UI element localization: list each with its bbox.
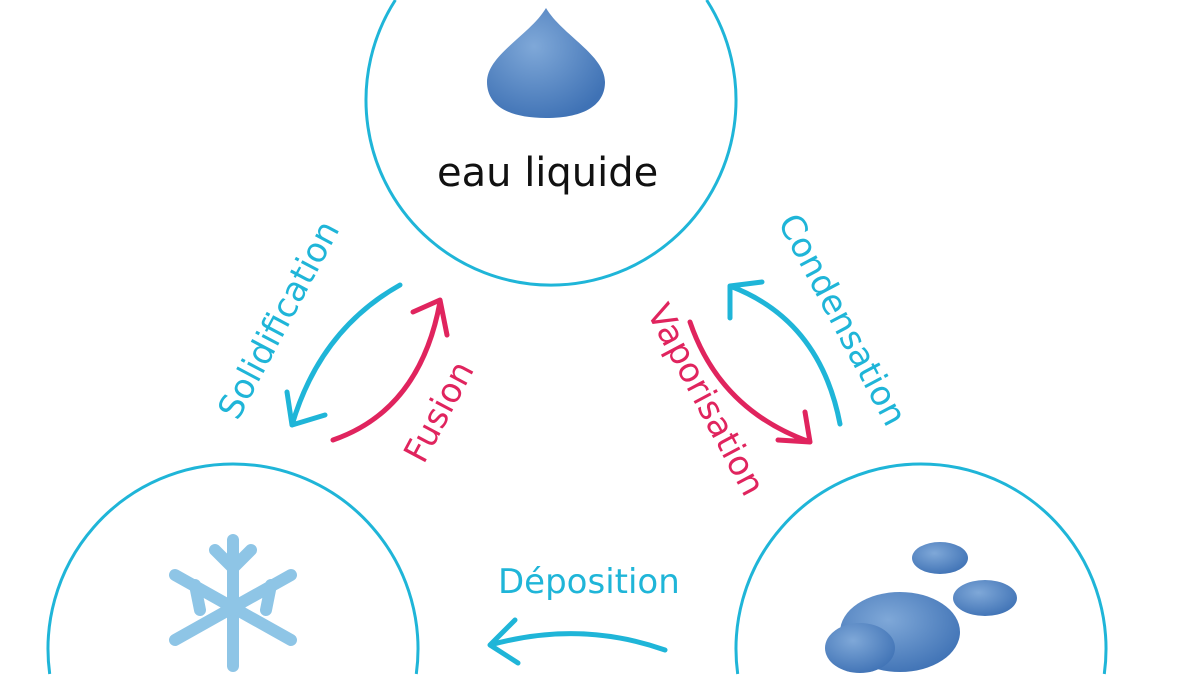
condensation-arrow — [727, 279, 843, 427]
deposition-label: Déposition — [498, 562, 680, 602]
liquid-label: eau liquide — [437, 150, 659, 196]
solidification-arrow — [284, 282, 403, 428]
liquid-circle — [364, 0, 738, 287]
deposition-arrow — [487, 617, 668, 666]
solid-circle — [46, 462, 420, 675]
fusion-arrow — [330, 297, 450, 443]
snowflake-icon — [169, 534, 297, 672]
water-drop-icon — [487, 8, 605, 118]
vaporisation-arrow — [687, 319, 813, 445]
clouds-icon — [825, 542, 1017, 673]
gas-circle — [734, 462, 1108, 675]
